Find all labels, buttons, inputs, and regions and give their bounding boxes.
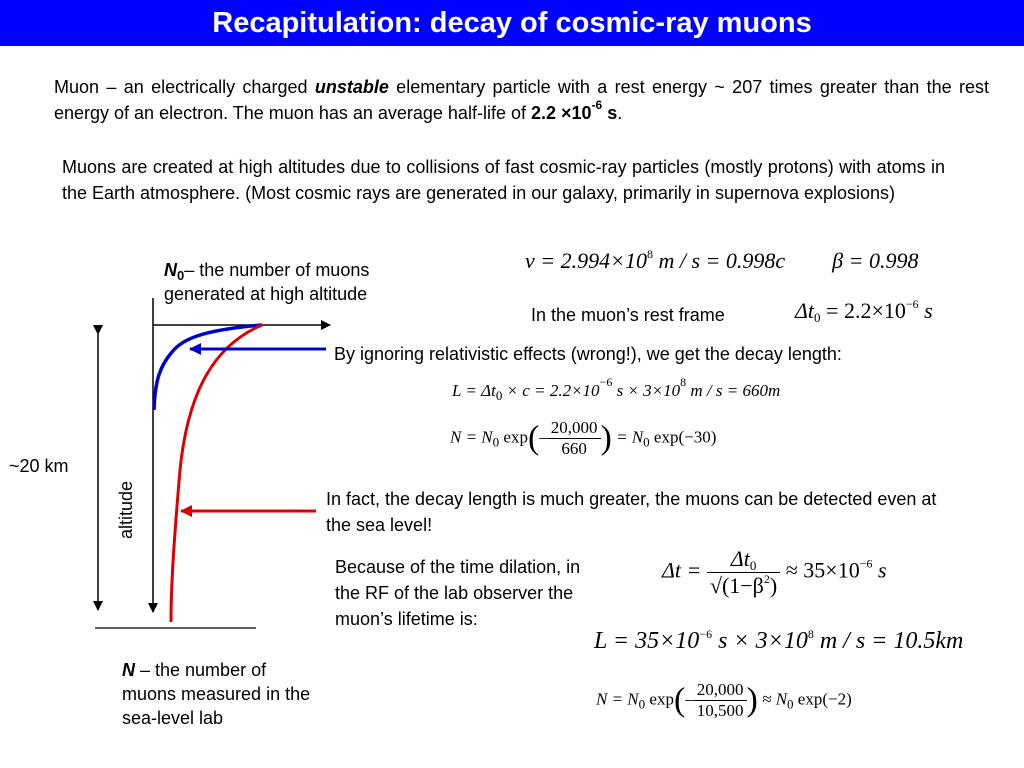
nn-right-exp: exp(−30) xyxy=(649,427,717,447)
dn-right: ≈ N xyxy=(757,689,788,709)
rest-eq-left: Δt xyxy=(795,298,815,323)
dt-right-exp: −6 xyxy=(859,556,873,571)
dn-right-exp: exp(−2) xyxy=(793,689,852,709)
speed-eq-text: v = 2.994×10 xyxy=(525,248,647,273)
halflife-exponent: -6 xyxy=(591,98,603,112)
dn-right-sub: 0 xyxy=(787,696,794,712)
intro-part1: Muon – an electrically charged xyxy=(54,77,315,97)
n0-symbol: N xyxy=(164,260,177,280)
dn-num: 20,000 xyxy=(693,680,747,701)
origin-paragraph: Muons are created at high altitudes due … xyxy=(62,157,945,203)
rest-eq-exp: −6 xyxy=(905,297,919,311)
nn-exp-word: exp xyxy=(499,427,528,447)
dt-left: Δt = xyxy=(662,557,707,583)
beta-eq: β = 0.998 xyxy=(832,248,919,273)
rest-eq-unit: s xyxy=(918,298,933,323)
intro-part2: elementary particle with a rest energy ~… xyxy=(54,77,989,123)
dl-3: m / s = 10.5km xyxy=(813,628,964,654)
dt-den: √(1−β xyxy=(709,573,764,598)
nn-den: 660 xyxy=(561,439,587,458)
dilation-length-equation: L = 35×10−6 s × 3×108 m / s = 10.5km xyxy=(594,628,963,655)
nl-1: L = Δt xyxy=(452,381,496,400)
nl-3: s × 3×10 xyxy=(612,381,681,400)
n0-label: N0– the number of muons generated at hig… xyxy=(164,258,434,306)
fact-text: In fact, the decay length is much greate… xyxy=(326,489,937,535)
dt-num-sub: 0 xyxy=(749,558,757,573)
nn-right-sub: 0 xyxy=(643,434,650,450)
rest-eq-sub: 0 xyxy=(814,310,821,325)
rest-frame-equation: Δt0 = 2.2×10−6 s xyxy=(795,298,933,324)
nn-num: 20,000 xyxy=(547,418,601,439)
nn-right: = N xyxy=(611,427,644,447)
dn-sub: 0 xyxy=(638,696,646,712)
n-label: N – the number of muons measured in the … xyxy=(122,658,322,730)
rest-frame-label: In the muon’s rest frame xyxy=(531,305,725,325)
speed-equation: v = 2.994×108 m / s = 0.998c β = 0.998 xyxy=(525,248,918,274)
dl-exp1: −6 xyxy=(699,627,713,641)
dt-den-close: ) xyxy=(769,573,778,598)
nl-exp1: −6 xyxy=(599,375,613,389)
n0-sub: 0 xyxy=(177,268,185,283)
dn-den: 10,500 xyxy=(696,701,744,720)
slide-title: Recapitulation: decay of cosmic-ray muon… xyxy=(212,7,812,39)
height-label: ~20 km xyxy=(9,456,69,476)
intro-end: . xyxy=(617,103,623,123)
nn-sub: 0 xyxy=(492,434,500,450)
nl-4: m / s = 660m xyxy=(686,381,781,400)
dn-left: N = N xyxy=(596,689,639,709)
intro-emphasis: unstable xyxy=(314,77,389,97)
speed-eq-rest: m / s = 0.998c xyxy=(652,248,786,273)
nonrel-text: By ignoring relativistic effects (wrong!… xyxy=(334,344,842,364)
dilation-time-equation: Δt = Δt0√(1−β2) ≈ 35×10−6 s xyxy=(662,546,887,599)
blue-decay-curve xyxy=(152,323,263,411)
nl-2: × c = 2.2×10 xyxy=(502,381,600,400)
n-symbol: N xyxy=(122,660,135,680)
dt-right: ≈ 35×10 xyxy=(780,557,860,583)
nn-left: N = N xyxy=(450,427,493,447)
dn-exp-word: exp xyxy=(645,689,674,709)
dl-2: s × 3×10 xyxy=(712,628,808,654)
nonrel-length-equation: L = Δt0 × c = 2.2×10−6 s × 3×108 m / s =… xyxy=(452,376,781,403)
dt-den-exp: 2 xyxy=(763,572,770,586)
nl-exp2: 8 xyxy=(680,375,687,389)
speed-eq-exp: 8 xyxy=(646,247,653,261)
dt-fraction: Δt0√(1−β2) xyxy=(706,546,781,599)
dt-right-unit: s xyxy=(872,557,887,583)
intro-paragraph: Muon – an electrically charged unstable … xyxy=(54,74,989,126)
n-text: – the number of muons measured in the se… xyxy=(122,660,311,728)
nl-sub: 0 xyxy=(495,388,503,403)
red-decay-curve xyxy=(169,323,263,623)
dt-num: Δt xyxy=(730,546,750,571)
halflife-value: 2.2 ×10 xyxy=(530,103,592,123)
title-bar xyxy=(0,0,1024,46)
dl-exp2: 8 xyxy=(807,627,814,641)
halflife-unit: s xyxy=(602,103,618,123)
dl-1: L = 35×10 xyxy=(594,628,700,654)
rest-eq-right: = 2.2×10 xyxy=(820,298,906,323)
dilation-text: Because of the time dilation, in the RF … xyxy=(335,557,581,629)
n0-text: – the number of muons generated at high … xyxy=(164,260,370,304)
